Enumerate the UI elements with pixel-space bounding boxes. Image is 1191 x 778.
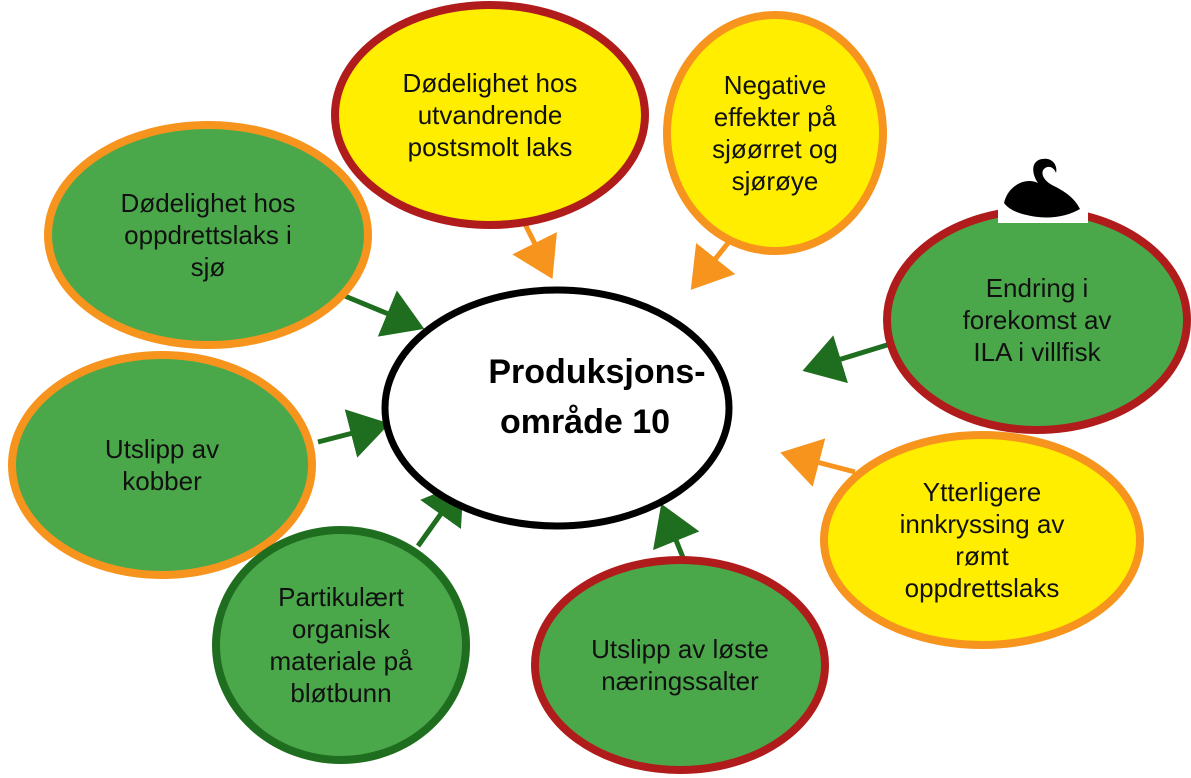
node-label-negative-effekter-line-3: sjøørret og [712, 134, 838, 164]
node-label-partikulaert-organisk-line-1: Partikulært [278, 582, 404, 612]
node-label-utslipp-kobber-line-2: kobber [122, 466, 202, 496]
node-label-dodelighet-postsmolt-line-3: postsmolt laks [408, 132, 573, 162]
node-ellipse-utslipp-naeringssalter [531, 556, 829, 774]
center-node: Produksjons- område 10 [381, 286, 733, 530]
node-label-dodelighet-oppdrettslaks-line-1: Dødelighet hos [121, 188, 296, 218]
node-ellipse-utslipp-kobber [8, 351, 316, 579]
node-label-ytterligere-innkryssing-line-4: oppdrettslaks [905, 573, 1060, 603]
node-label-endring-ila-line-2: forekomst av [963, 305, 1112, 335]
node-label-partikulaert-organisk-line-4: bløtbunn [290, 678, 391, 708]
node-label-partikulaert-organisk-line-3: materiale på [269, 646, 413, 676]
center-label-line-2: område 10 [500, 403, 670, 441]
node-label-ytterligere-innkryssing-line-3: rømt [955, 541, 1009, 571]
black-swan-icon [998, 155, 1088, 223]
arrow-dodelighet-oppdrettslaks [339, 290, 425, 337]
node-label-endring-ila-line-3: ILA i villfisk [973, 337, 1101, 367]
node-label-partikulaert-organisk-line-2: organisk [292, 614, 391, 644]
arrow-utslipp-kobber [317, 409, 390, 458]
node-label-ytterligere-innkryssing-line-1: Ytterligere [923, 477, 1042, 507]
node-label-dodelighet-oppdrettslaks-line-2: oppdrettslaks i [124, 220, 292, 250]
node-ellipse-ytterligere-innkryssing [820, 431, 1144, 649]
node-label-ytterligere-innkryssing-line-2: innkryssing av [900, 509, 1065, 539]
arrow-dodelighet-postsmolt [512, 220, 557, 279]
node-label-dodelighet-postsmolt-line-2: utvandrende [418, 100, 563, 130]
node-label-utslipp-naeringssalter-line-2: næringssalter [601, 666, 759, 696]
node-label-negative-effekter-line-2: effekter på [714, 102, 837, 132]
node-ellipse-dodelighet-oppdrettslaks [44, 121, 372, 349]
node-ellipse-negative-effekter [663, 11, 887, 255]
node-ellipse-partikulaert-organisk [212, 526, 470, 764]
node-label-endring-ila-line-1: Endring i [986, 273, 1089, 303]
node-label-dodelighet-postsmolt-line-1: Dødelighet hos [403, 68, 578, 98]
node-label-utslipp-kobber-line-1: Utslipp av [105, 434, 219, 464]
center-label-line-1: Produksjons- [488, 353, 705, 391]
node-label-negative-effekter-line-1: Negative [724, 70, 827, 100]
node-label-dodelighet-oppdrettslaks-line-3: sjø [191, 252, 226, 282]
arrow-endring-ila [802, 335, 888, 384]
node-label-negative-effekter-line-4: sjørøye [732, 166, 819, 196]
center-ellipse [381, 286, 733, 530]
node-label-utslipp-naeringssalter-line-1: Utslipp av løste [591, 634, 769, 664]
arrow-utslipp-naeringssalter [653, 503, 700, 561]
arrow-ytterligere-innkryssing [780, 438, 856, 487]
node-ellipse-dodelighet-postsmolt [331, 1, 649, 229]
